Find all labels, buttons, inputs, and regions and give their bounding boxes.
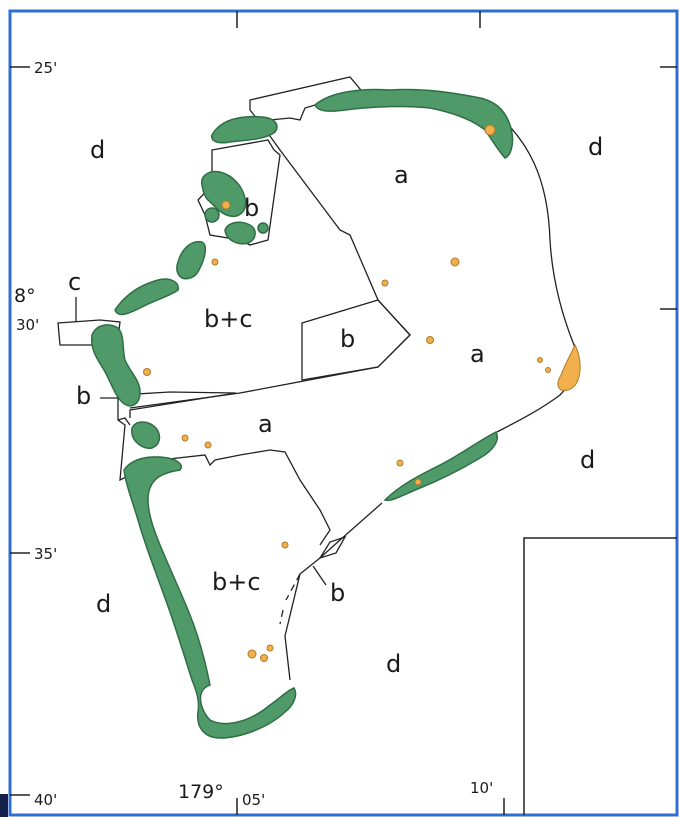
longitude-label-179-degrees: 179° xyxy=(178,781,224,803)
latitude-label-35: 35' xyxy=(34,545,57,563)
sand-patches xyxy=(143,124,581,662)
islet-b-cluster-1 xyxy=(201,170,247,218)
coordinate-labels: 25' 8° 30' 35' 40' 179° 05' 10' xyxy=(14,59,493,809)
zone-label-c: c xyxy=(68,268,81,296)
zone-label-d: d xyxy=(386,650,401,678)
latitude-label-40: 40' xyxy=(34,791,57,809)
islet-b-cluster-3 xyxy=(204,207,220,223)
longitude-label-10: 10' xyxy=(470,779,493,797)
zone-label-b-plus-c: b+c xyxy=(212,568,261,596)
zone-labels: d d d d d a a a b b b b b+c b+c c xyxy=(68,133,603,678)
islet-west-middle xyxy=(114,278,179,316)
inset-box xyxy=(523,537,677,815)
latitude-label-30: 30' xyxy=(16,316,39,334)
zone-label-d: d xyxy=(90,136,105,164)
graticule-ticks xyxy=(10,11,677,815)
lagoon-boundaries xyxy=(57,76,578,681)
zone-label-b: b xyxy=(76,382,91,410)
islet-northeast xyxy=(314,88,514,159)
islet-west-upper xyxy=(176,240,207,280)
map-frame xyxy=(8,9,679,817)
sand-ne xyxy=(484,124,496,136)
islet-west-lower xyxy=(90,324,141,407)
zone-label-b-plus-c: b+c xyxy=(204,305,253,333)
label-leaders xyxy=(75,297,327,586)
islet-b-cluster-2 xyxy=(224,221,256,245)
islet-b-cluster-4 xyxy=(257,222,269,234)
zone-label-b: b xyxy=(330,579,345,607)
sand-east xyxy=(557,343,581,391)
sand-b xyxy=(221,200,231,210)
zone-label-b: b xyxy=(244,194,259,222)
latitude-label-25: 25' xyxy=(34,59,57,77)
zone-label-b: b xyxy=(340,325,355,353)
corner-block-icon xyxy=(0,794,8,817)
zone-label-a: a xyxy=(470,340,485,368)
zone-label-a: a xyxy=(394,161,409,189)
islet-north xyxy=(211,115,278,144)
islets xyxy=(90,88,514,739)
zone-label-a: a xyxy=(258,410,273,438)
zone-label-d: d xyxy=(580,446,595,474)
islet-southwest-small xyxy=(131,421,161,449)
zone-label-d: d xyxy=(96,590,111,618)
islet-east-lagoon xyxy=(383,430,498,502)
zone-label-d: d xyxy=(588,133,603,161)
latitude-label-8-degrees: 8° xyxy=(14,285,36,307)
islet-southwest-arm xyxy=(123,456,297,739)
longitude-label-05: 05' xyxy=(242,791,265,809)
